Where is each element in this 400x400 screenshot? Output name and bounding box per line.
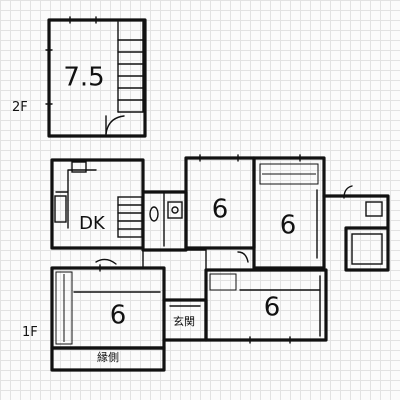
center-room: 6 bbox=[184, 154, 256, 250]
entrance: 玄関 bbox=[162, 298, 208, 342]
bath-annex bbox=[322, 185, 390, 272]
dining-kitchen-area: DK bbox=[50, 158, 145, 250]
lower-left-room: 6 bbox=[50, 264, 166, 350]
corridor-door-swing bbox=[237, 251, 249, 263]
lower-floor-label: 1F bbox=[22, 325, 38, 340]
lower-right-room-label: 6 bbox=[264, 293, 281, 323]
right-room: 6 bbox=[252, 154, 326, 270]
right-room-closet bbox=[259, 163, 319, 185]
annex-door-swing bbox=[343, 185, 353, 199]
washbasin bbox=[167, 201, 183, 219]
toilet-fixture bbox=[149, 206, 159, 222]
veranda-label: 縁側 bbox=[97, 350, 119, 364]
lower-left-closet bbox=[55, 271, 73, 345]
right-room-label: 6 bbox=[280, 211, 297, 241]
center-room-label: 6 bbox=[212, 195, 229, 225]
upper-floor-outline bbox=[47, 18, 147, 138]
upper-door-swing bbox=[105, 115, 125, 135]
upper-stairs-treads bbox=[117, 39, 144, 113]
kitchen-counter bbox=[54, 195, 67, 223]
veranda: 縁側 bbox=[50, 346, 166, 372]
lower-left-room-label: 6 bbox=[110, 301, 127, 331]
entrance-label: 玄関 bbox=[173, 314, 195, 328]
kitchen-sink bbox=[71, 161, 87, 173]
corridor-lines bbox=[163, 249, 207, 271]
lower-stairs bbox=[117, 196, 143, 238]
upper-floor-label: 2F bbox=[12, 100, 28, 115]
upper-floor-plan: 7.5 bbox=[45, 16, 147, 138]
lower-right-room: 6 bbox=[204, 268, 328, 344]
bathroom-area bbox=[141, 190, 188, 252]
annex-fixture bbox=[365, 201, 383, 217]
lower-right-closet bbox=[209, 273, 237, 291]
dining-kitchen-label: DK bbox=[79, 213, 106, 234]
lower-floor-plan: DK 6 6 bbox=[50, 154, 390, 372]
bathtub bbox=[351, 233, 383, 265]
upper-room-label: 7.5 bbox=[63, 63, 104, 93]
